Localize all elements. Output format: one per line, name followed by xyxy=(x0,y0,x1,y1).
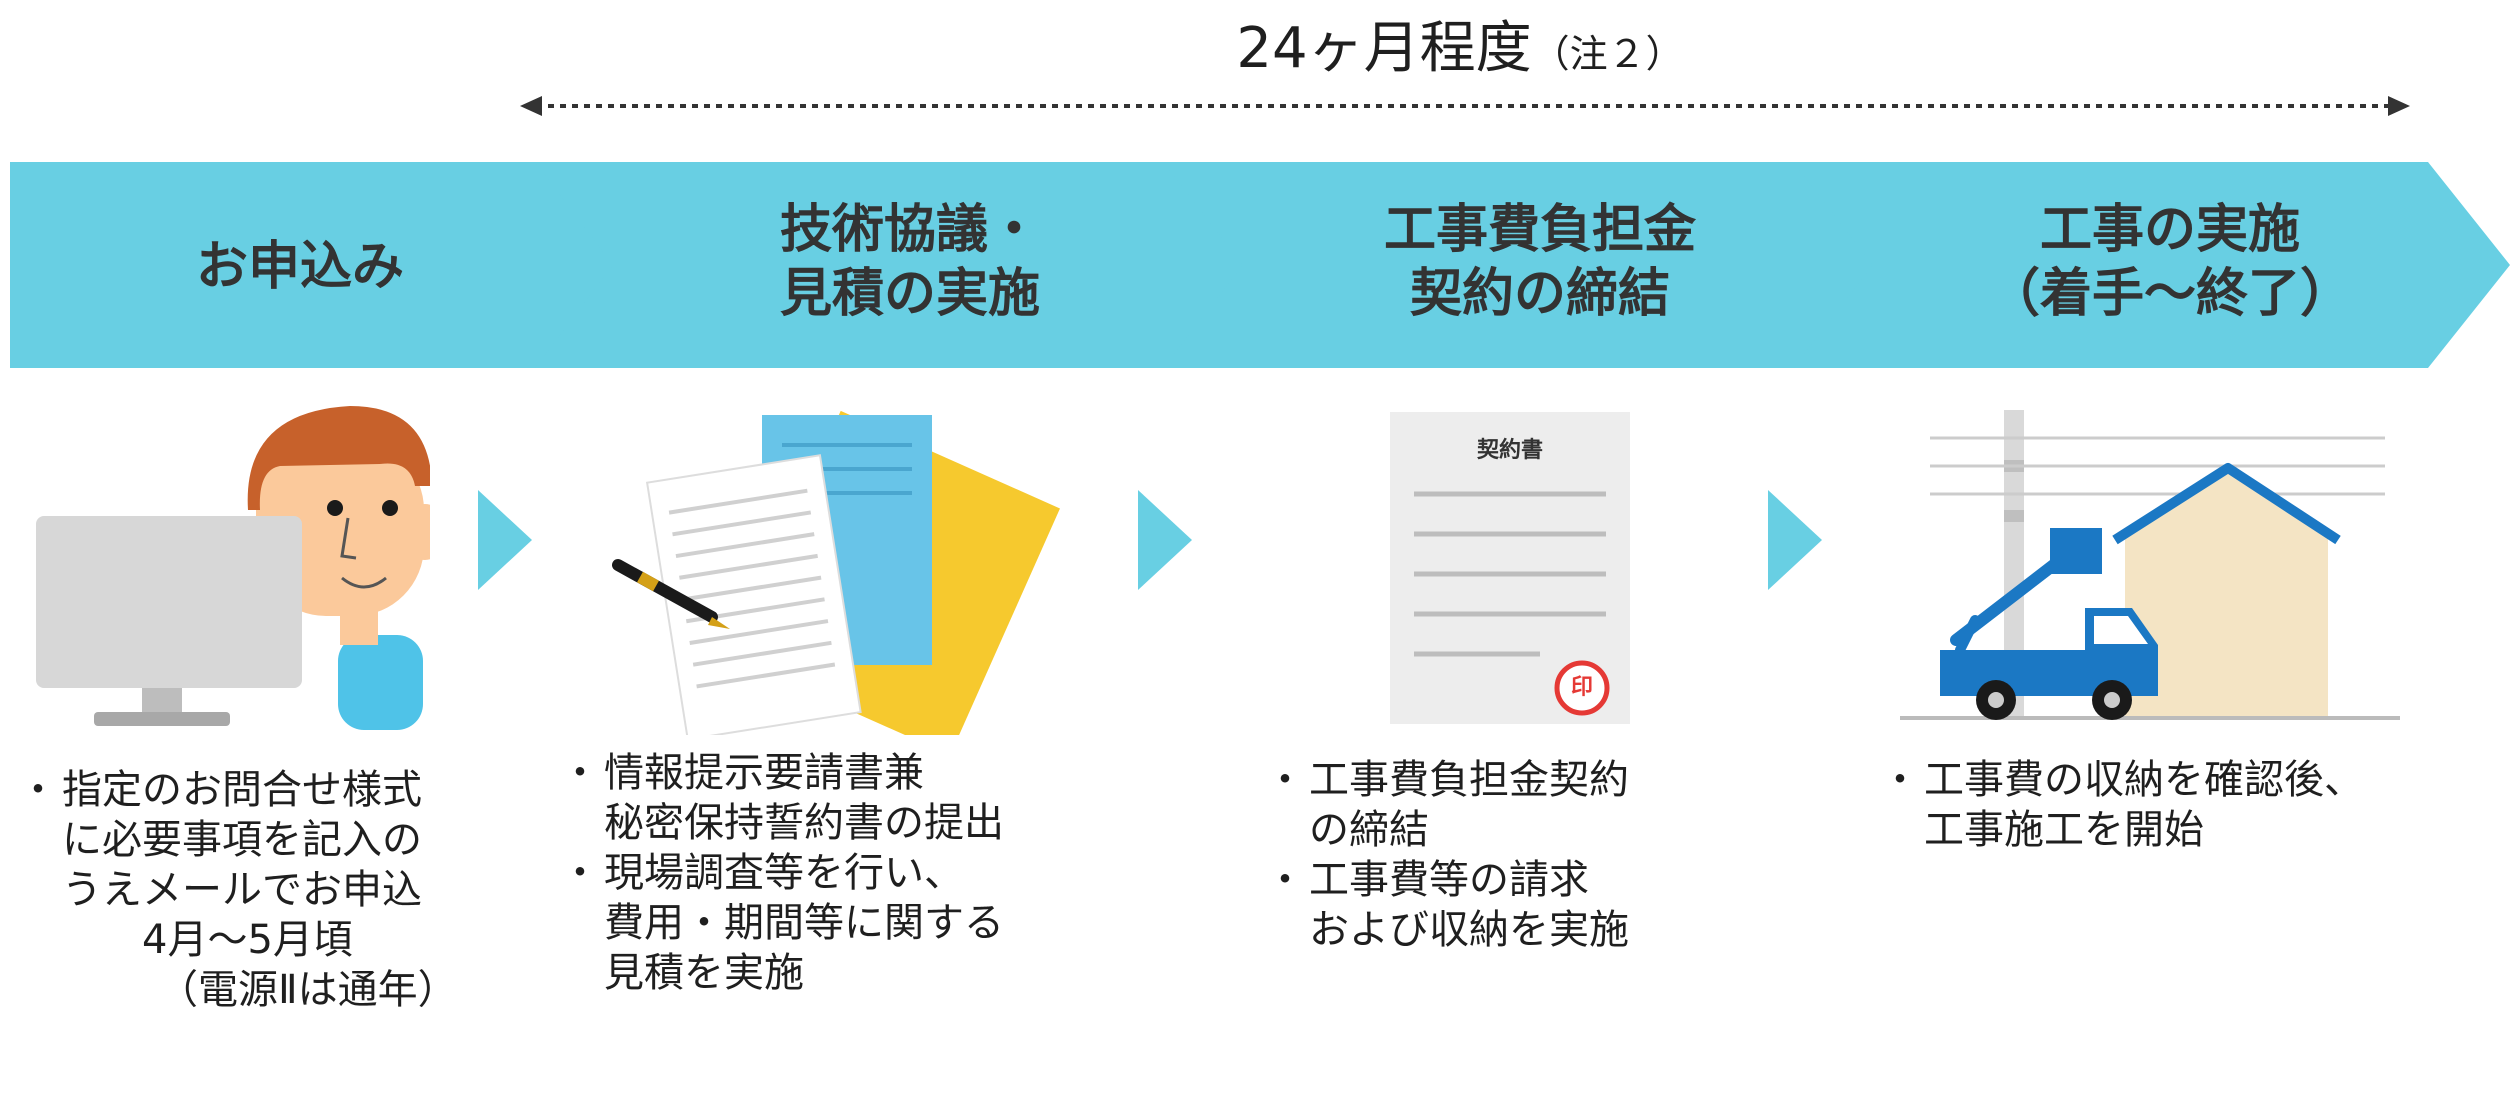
monitor-base xyxy=(94,712,230,726)
pen-icon xyxy=(612,559,730,629)
flow-arrow-1 xyxy=(478,490,532,590)
step-2-title-line-1: 技術協議・ xyxy=(779,200,1040,260)
construction-scene-illustration xyxy=(1900,410,2400,720)
step-1-bullet: 指定のお問合せ様式 に必要事項を記入の うえメールでお申込 xyxy=(18,765,538,915)
step-4-description: 工事費の収納を確認後、 工事施工を開始 xyxy=(1880,755,2480,855)
step-1-period-note: （電源Ⅱは通年） xyxy=(158,967,458,1013)
documents-pen-illustration xyxy=(612,410,1060,735)
chevron-step-1 xyxy=(10,162,618,368)
chevron-step-3 xyxy=(1163,162,1878,368)
bucket xyxy=(2050,528,2102,574)
person-mouth xyxy=(341,576,387,589)
duration-note: （注２） xyxy=(1531,32,1684,76)
step-2-description: 情報提示要請書兼 秘密保持誓約書の提出 現場調査等を行い、 費用・期間等に関する… xyxy=(560,748,1120,998)
chevron-step-2 xyxy=(535,162,1248,368)
person-shirt xyxy=(338,635,423,730)
white-document xyxy=(645,454,862,735)
contract-document-illustration: 契約書 印 xyxy=(1390,412,1630,724)
step-2-bullet-1: 情報提示要請書兼 秘密保持誓約書の提出 xyxy=(560,748,1120,848)
duration-value: 24ヶ月程度 xyxy=(1236,16,1532,81)
duration-label: 24ヶ月程度（注２） xyxy=(1150,14,1770,84)
step-1-title-line-1: お申込み xyxy=(195,237,404,297)
arrow-right-head xyxy=(2388,96,2410,116)
contract-paper xyxy=(1390,412,1630,724)
step-4-title: 工事の実施 （着手〜終了） xyxy=(1910,198,2430,326)
step-3-title-line-2: 契約の締結 xyxy=(1409,264,1670,324)
step-3-bullet-2: 工事費等の請求 および収納を実施 xyxy=(1265,855,1785,955)
seal-text: 印 xyxy=(1570,675,1593,700)
chevron-step-4 xyxy=(1793,162,2510,368)
step-4-bullet-1: 工事費の収納を確認後、 工事施工を開始 xyxy=(1880,755,2480,855)
step-3-bullet-1: 工事費負担金契約 の締結 xyxy=(1265,755,1785,855)
step-1-period: 4月〜5月頃 xyxy=(142,917,353,963)
process-chevron-banner xyxy=(10,162,2510,368)
seal-stamp-icon xyxy=(1554,660,1610,716)
step-3-description: 工事費負担金契約 の締結 工事費等の請求 および収納を実施 xyxy=(1265,755,1785,955)
step-4-title-line-2: （着手〜終了） xyxy=(1987,264,2352,324)
step-2-title: 技術協議・ 見積の実施 xyxy=(650,198,1170,326)
flow-arrow-2 xyxy=(1138,490,1192,590)
person-nose xyxy=(340,517,357,560)
house-roof xyxy=(2112,463,2341,545)
contract-heading: 契約書 xyxy=(1476,438,1543,463)
step-2-bullet-2: 現場調査等を行い、 費用・期間等に関する 見積を実施 xyxy=(560,848,1120,998)
person-eye-left xyxy=(327,500,343,516)
step-3-title-line-1: 工事費負担金 xyxy=(1383,200,1696,260)
person-eye-right xyxy=(382,500,398,516)
step-3-title: 工事費負担金 契約の締結 xyxy=(1280,198,1800,326)
step-1-description: 指定のお問合せ様式 に必要事項を記入の うえメールでお申込 4月〜5月頃 （電源… xyxy=(18,765,538,1015)
arrow-left-head xyxy=(520,96,542,116)
bucket-truck-icon xyxy=(1940,528,2158,720)
monitor-screen xyxy=(36,516,302,688)
duration-double-arrow xyxy=(520,96,2410,116)
step-1-title: お申込み xyxy=(70,235,530,299)
person-hair xyxy=(247,406,430,510)
flow-arrow-3 xyxy=(1768,490,1822,590)
utility-pole xyxy=(2004,410,2024,720)
person-at-computer-illustration xyxy=(36,406,430,730)
house xyxy=(2125,470,2328,718)
step-4-title-line-1: 工事の実施 xyxy=(2039,200,2300,260)
step-2-title-line-2: 見積の実施 xyxy=(779,264,1040,324)
